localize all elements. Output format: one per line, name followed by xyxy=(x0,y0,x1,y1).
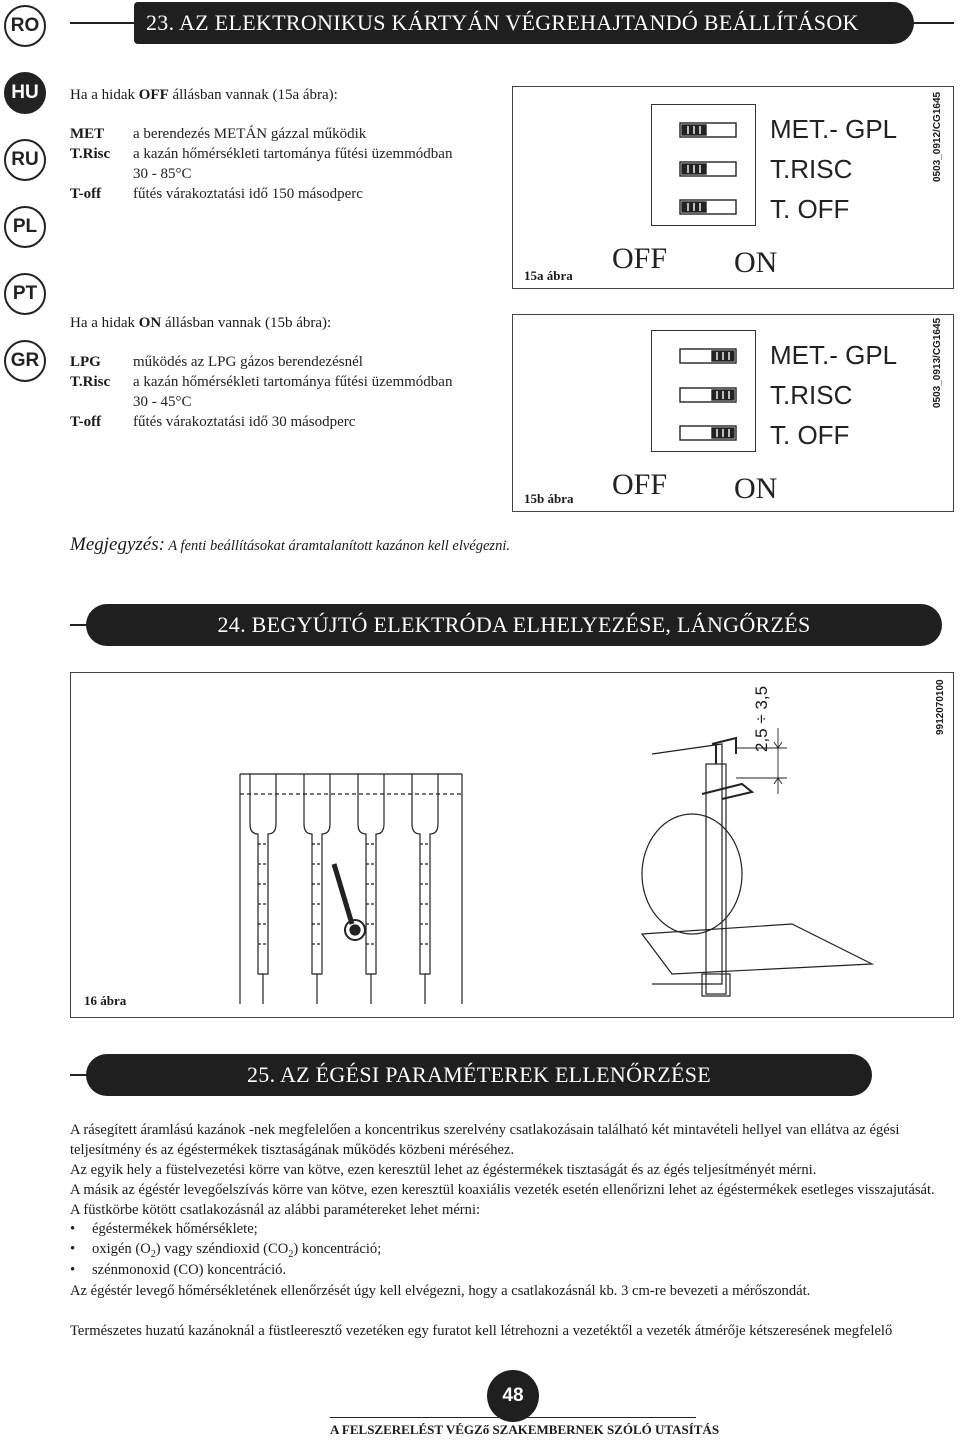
lang-badge-hu[interactable]: HU xyxy=(4,72,46,114)
burner-ramp-3 xyxy=(357,774,385,1004)
bullet-item-3: • szénmonoxid (CO) koncentráció. xyxy=(70,1262,286,1279)
figure-16-drawing xyxy=(239,728,875,1004)
figure-15a-label-2: T. OFF xyxy=(770,194,850,224)
lang-badge-pl[interactable]: PL xyxy=(4,206,46,248)
section25-paragraph-1: Az egyik hely a füstelvezetési körre van… xyxy=(70,1162,817,1178)
block-b-intro: Ha a hidak ON állásban vannak (15b ábra)… xyxy=(70,314,331,333)
figure-15a-code: 0503_0912/CG1645 xyxy=(932,91,943,182)
block-a-code-0: MET xyxy=(70,126,105,142)
figure-15a-label-0: MET.- GPL xyxy=(770,114,898,144)
bullet-text-2a: oxigén (O xyxy=(92,1241,151,1257)
figure-15b-label-0: MET.- GPL xyxy=(770,340,898,370)
footer-rule xyxy=(330,1417,696,1418)
block-b-desc-3: fűtés várakoztatási idő 30 másodperc xyxy=(133,414,356,430)
figure-16 xyxy=(70,672,954,1018)
lang-badge-gr[interactable]: GR xyxy=(4,340,46,382)
lang-badge-ro[interactable]: RO xyxy=(4,5,46,47)
section23-title: 23. AZ ELEKTRONIKUS KÁRTYÁN VÉGREHAJTAND… xyxy=(146,10,859,35)
bullet-text-3: szénmonoxid (CO) koncentráció. xyxy=(92,1262,287,1278)
figure-15a-jumpers xyxy=(679,122,737,215)
footer-text: A FELSZERELÉST VÉGZő SZAKEMBERNEK SZÓLÓ … xyxy=(330,1422,720,1437)
block-b-desc-0: működés az LPG gázos berendezésnél xyxy=(133,354,363,370)
figure-15b-jumpers xyxy=(679,348,737,441)
block-a-intro-prefix: Ha a hidak xyxy=(70,87,139,103)
figure-15a-off: OFF xyxy=(612,242,668,275)
bullet-icon: • xyxy=(70,1221,76,1237)
jumper-2 xyxy=(679,161,737,177)
section25-last-paragraph: Természetes huzatú kazánoknál a füstleer… xyxy=(70,1323,893,1339)
block-a-desc-3: fűtés várakoztatási idő 150 másodperc xyxy=(133,186,363,202)
figure-16-caption: 16 ábra xyxy=(84,993,127,1008)
lang-badge-pt[interactable]: PT xyxy=(4,273,46,315)
block-b-intro-suffix: állásban vannak (15b ábra): xyxy=(161,315,332,331)
figure-16-code: 9912070100 xyxy=(935,679,946,735)
page-number-badge: 48 xyxy=(487,1370,539,1422)
block-b-code-1: T.Risc xyxy=(70,374,111,390)
figure-15a-label-1: T.RISC xyxy=(770,154,853,184)
block-b-intro-prefix: Ha a hidak xyxy=(70,315,139,331)
bullet-item-2: •oxigén (O2) vagy széndioxid (CO2) konce… xyxy=(70,1241,381,1260)
burner-ramp-1 xyxy=(249,774,277,1004)
figure-15a-caption: 15a ábra xyxy=(524,268,573,283)
bullet-text-2b: ) vagy széndioxid (CO xyxy=(155,1241,289,1257)
bullet-text-1: égéstermékek hőmérséklete; xyxy=(92,1221,258,1237)
jumper-2 xyxy=(679,387,737,403)
figure-15b-label-1: T.RISC xyxy=(770,380,853,410)
block-a-desc-1: a kazán hőmérsékleti tartománya fűtési ü… xyxy=(133,146,453,162)
figure-15b-caption: 15b ábra xyxy=(524,491,574,506)
section25-rule-left xyxy=(70,1074,90,1076)
bullet-sub-1: 2 xyxy=(150,1248,156,1260)
section23-rule-right xyxy=(914,22,954,24)
section25-paragraph-0: A rásegített áramlású kazánok -nek megfe… xyxy=(70,1122,900,1158)
block-a-code-3: T-off xyxy=(70,186,102,202)
section25-paragraph-3: A füstkörbe kötött csatlakozásnál az alá… xyxy=(70,1202,481,1218)
jumper-1 xyxy=(679,122,737,138)
burner-ramp-2 xyxy=(303,774,331,1004)
block-b-desc-1: a kazán hőmérsékleti tartománya fűtési ü… xyxy=(133,374,453,390)
bullet-icon: • xyxy=(70,1262,76,1278)
lang-badge-ru[interactable]: RU xyxy=(4,139,46,181)
figure-16-dimension: 2,5 ÷ 3,5 xyxy=(752,685,771,752)
block-a-intro-bold: OFF xyxy=(138,87,169,103)
bullet-text-2c: ) koncentráció; xyxy=(293,1241,382,1257)
section24-header: 24. BEGYÚJTÓ ELEKTRÓDA ELHELYEZÉSE, LÁNG… xyxy=(86,604,942,646)
section24-title: 24. BEGYÚJTÓ ELEKTRÓDA ELHELYEZÉSE, LÁNG… xyxy=(217,612,811,637)
block-a-desc-2: 30 - 85°C xyxy=(133,166,192,182)
note-label: Megjegyzés: xyxy=(70,534,165,555)
figure-15b-switch-box xyxy=(651,330,756,452)
bullet-sub-2: 2 xyxy=(288,1248,294,1260)
section25-header: 25. AZ ÉGÉSI PARAMÉTEREK ELLENŐRZÉSE xyxy=(86,1054,872,1096)
figure-15a-switch-box xyxy=(651,104,756,226)
section25-after-bullets: Az égéstér levegő hőmérsékletének ellenő… xyxy=(70,1283,811,1299)
block-b-code-0: LPG xyxy=(70,354,101,370)
jumper-3 xyxy=(679,425,737,441)
jumper-1 xyxy=(679,348,737,364)
figure-15b-off: OFF xyxy=(612,468,668,501)
figure-15a-on: ON xyxy=(734,246,778,279)
section23-header: 23. AZ ELEKTRONIKUS KÁRTYÁN VÉGREHAJTAND… xyxy=(134,2,914,44)
section25-paragraph-2: A másik az égéstér levegőelszívás körre … xyxy=(70,1182,935,1198)
block-a-intro-suffix: állásban vannak (15a ábra): xyxy=(168,87,338,103)
note-text: A fenti beállításokat áramtalanított kaz… xyxy=(164,538,510,554)
block-a-desc-0: a berendezés METÁN gázzal működik xyxy=(133,126,367,142)
section25-title: 25. AZ ÉGÉSI PARAMÉTEREK ELLENŐRZÉSE xyxy=(246,1062,712,1087)
block-a-code-1: T.Risc xyxy=(70,146,111,162)
jumper-3 xyxy=(679,199,737,215)
figure-15b-code: 0503_0913/CG1645 xyxy=(932,317,943,408)
bullet-icon: • xyxy=(70,1241,76,1257)
bullet-item-1: • égéstermékek hőmérséklete; xyxy=(70,1221,258,1238)
figure-15a xyxy=(512,86,954,289)
section23-rule xyxy=(70,22,140,24)
note: Megjegyzés: A fenti beállításokat áramta… xyxy=(70,534,510,556)
figure-15b-label-2: T. OFF xyxy=(770,420,850,450)
figure-15b-on: ON xyxy=(734,472,778,505)
block-b-intro-bold: ON xyxy=(138,315,162,331)
block-b-code-3: T-off xyxy=(70,414,102,430)
burner-ramp-4 xyxy=(411,774,439,1004)
figure-15b xyxy=(512,314,954,512)
section24-rule-left xyxy=(70,624,90,626)
block-b-desc-2: 30 - 45°C xyxy=(133,394,192,410)
page-number: 48 xyxy=(502,1385,524,1406)
block-a-intro: Ha a hidak OFF állásban vannak (15a ábra… xyxy=(70,86,338,105)
